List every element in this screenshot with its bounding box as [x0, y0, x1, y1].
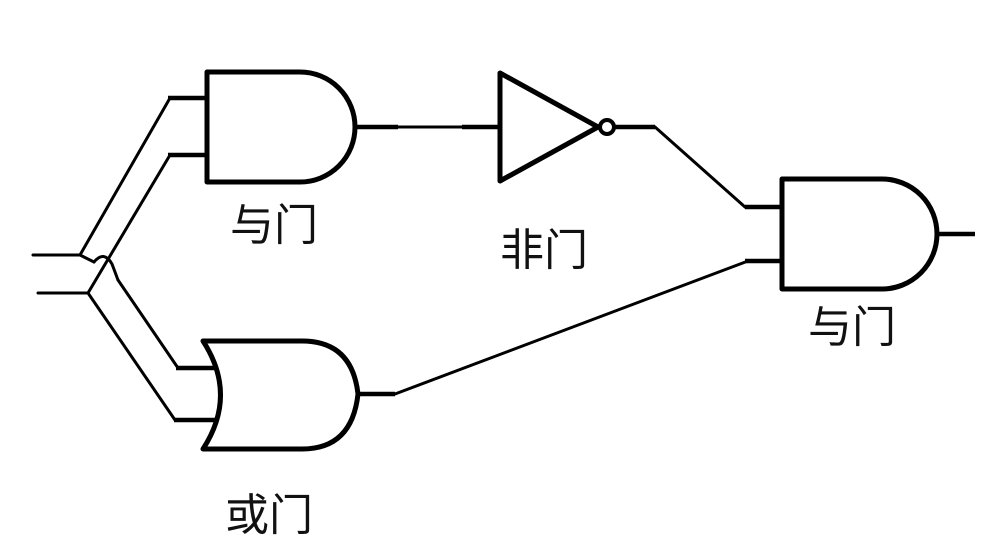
and-gate-output-label: 与门 — [808, 302, 896, 353]
input-b-wire — [36, 153, 172, 295]
wire-crossing-hop — [92, 255, 120, 282]
and-out-body — [779, 176, 940, 292]
and-gate-top — [168, 69, 398, 185]
not-body — [497, 70, 601, 184]
input-wires — [31, 96, 180, 422]
input-a-branch-to-or — [78, 253, 96, 264]
input-a-wire — [31, 96, 172, 257]
or-to-and-wire — [393, 259, 750, 396]
not-bubble — [598, 118, 616, 136]
and-gate-output — [745, 176, 975, 292]
not-gate — [462, 70, 655, 184]
or-gate — [174, 338, 395, 452]
and-gate-top-label: 与门 — [230, 200, 318, 251]
and-top-body — [204, 69, 358, 185]
not-gate-label: 非门 — [500, 225, 588, 276]
or-gate-label: 或门 — [225, 490, 313, 541]
input-b-to-or-wire — [86, 291, 177, 422]
or-body — [200, 338, 361, 452]
input-a-to-or-wire — [116, 278, 180, 370]
not-to-and-wire — [653, 125, 747, 209]
